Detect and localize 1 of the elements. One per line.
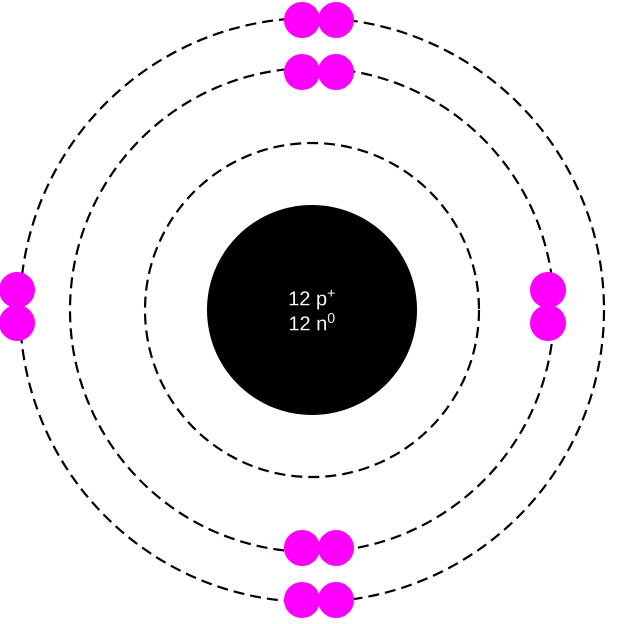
- nucleus: 12 p$^{+}$ 12 n$^{0}$: [207, 205, 417, 415]
